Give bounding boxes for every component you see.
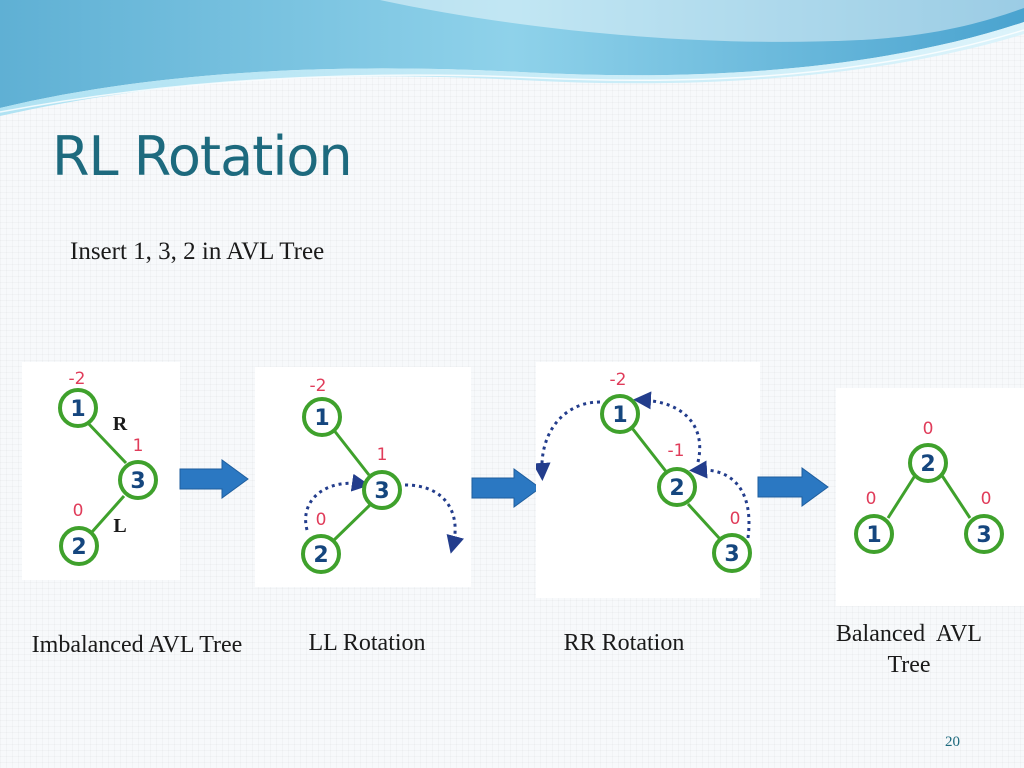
svg-text:1: 1 xyxy=(70,397,85,422)
flow-arrow-icon xyxy=(471,468,541,508)
balance-factor: 0 xyxy=(866,489,877,509)
tree-node: 1 xyxy=(58,388,98,428)
rotation-arrow xyxy=(304,473,370,531)
flow-arrow-icon xyxy=(179,459,249,499)
balance-factor: 0 xyxy=(73,501,84,521)
svg-text:1: 1 xyxy=(314,406,329,431)
tree-edge xyxy=(630,427,670,475)
svg-text:2: 2 xyxy=(313,543,328,568)
wave-highlight xyxy=(0,22,1024,116)
tree-node: 3 xyxy=(118,460,158,500)
ll-rotation-panel: -2 1 0 1 3 2 xyxy=(255,367,471,587)
header-wave-banner xyxy=(0,0,1024,116)
svg-text:3: 3 xyxy=(130,469,145,494)
caption-ll-rotation: LL Rotation xyxy=(308,630,426,656)
rotation-arrow xyxy=(689,460,751,539)
tree-edge xyxy=(330,503,372,544)
tree-node: 2 xyxy=(59,526,99,566)
balance-factor: 1 xyxy=(133,436,144,456)
slide-title: RL Rotation xyxy=(52,125,353,188)
tree-edge xyxy=(886,473,918,519)
svg-text:2: 2 xyxy=(71,535,86,560)
edge-label-r: R xyxy=(113,413,128,435)
page-number: 20 xyxy=(945,734,960,750)
tree-node: 1 xyxy=(600,394,640,434)
caption-imbalanced-tree: Imbalanced AVL Tree xyxy=(31,632,243,658)
balance-factor: 1 xyxy=(377,445,388,465)
balanced-tree-panel: 0 0 0 2 1 3 xyxy=(836,388,1024,606)
balance-factor: -1 xyxy=(668,441,685,461)
caption-rr-rotation: RR Rotation xyxy=(563,630,685,656)
rotation-arrow xyxy=(633,391,702,463)
tree-edge xyxy=(84,419,128,465)
tree-node: 3 xyxy=(712,533,752,573)
caption-balanced-tree-line1: Balanced AVL xyxy=(835,621,983,647)
rotation-arrow xyxy=(404,483,465,554)
caption-balanced-tree-line2: Tree xyxy=(887,652,931,678)
balance-factor: -2 xyxy=(610,370,627,390)
tree-node: 3 xyxy=(362,470,402,510)
balance-factor: 0 xyxy=(923,419,934,439)
balance-factor: 0 xyxy=(981,489,992,509)
slide-subtitle: Insert 1, 3, 2 in AVL Tree xyxy=(70,238,325,265)
tree-node: 1 xyxy=(854,514,894,554)
tree-node: 2 xyxy=(301,534,341,574)
svg-text:1: 1 xyxy=(866,523,881,548)
wave-light xyxy=(380,0,1024,42)
balance-factor: -2 xyxy=(69,369,86,389)
tree-edge xyxy=(686,502,722,541)
rotation-arrow xyxy=(536,400,601,481)
caption-balanced-tree: Balanced AVL Tree xyxy=(818,619,1000,681)
wave-main xyxy=(0,0,1024,108)
wave-line xyxy=(0,29,1024,113)
tree-node: 2 xyxy=(908,443,948,483)
rr-rotation-panel: -2 -1 0 1 2 3 xyxy=(536,362,760,598)
flow-arrow-icon xyxy=(757,467,829,507)
svg-text:2: 2 xyxy=(920,452,935,477)
tree-node: 3 xyxy=(964,514,1004,554)
tree-edge xyxy=(331,428,371,476)
svg-text:3: 3 xyxy=(374,479,389,504)
svg-text:2: 2 xyxy=(669,476,684,501)
balance-factor: 0 xyxy=(730,509,741,529)
svg-text:1: 1 xyxy=(612,403,627,428)
edge-label-l: L xyxy=(113,515,126,537)
svg-text:3: 3 xyxy=(724,542,739,567)
imbalanced-tree-panel: -2 1 0 R L 1 3 2 xyxy=(22,362,180,580)
svg-text:3: 3 xyxy=(976,523,991,548)
tree-edge xyxy=(90,495,126,533)
tree-node: 2 xyxy=(657,467,697,507)
tree-edge xyxy=(939,473,972,519)
tree-node: 1 xyxy=(302,397,342,437)
balance-factor: -2 xyxy=(310,376,327,396)
balance-factor: 0 xyxy=(316,510,327,530)
